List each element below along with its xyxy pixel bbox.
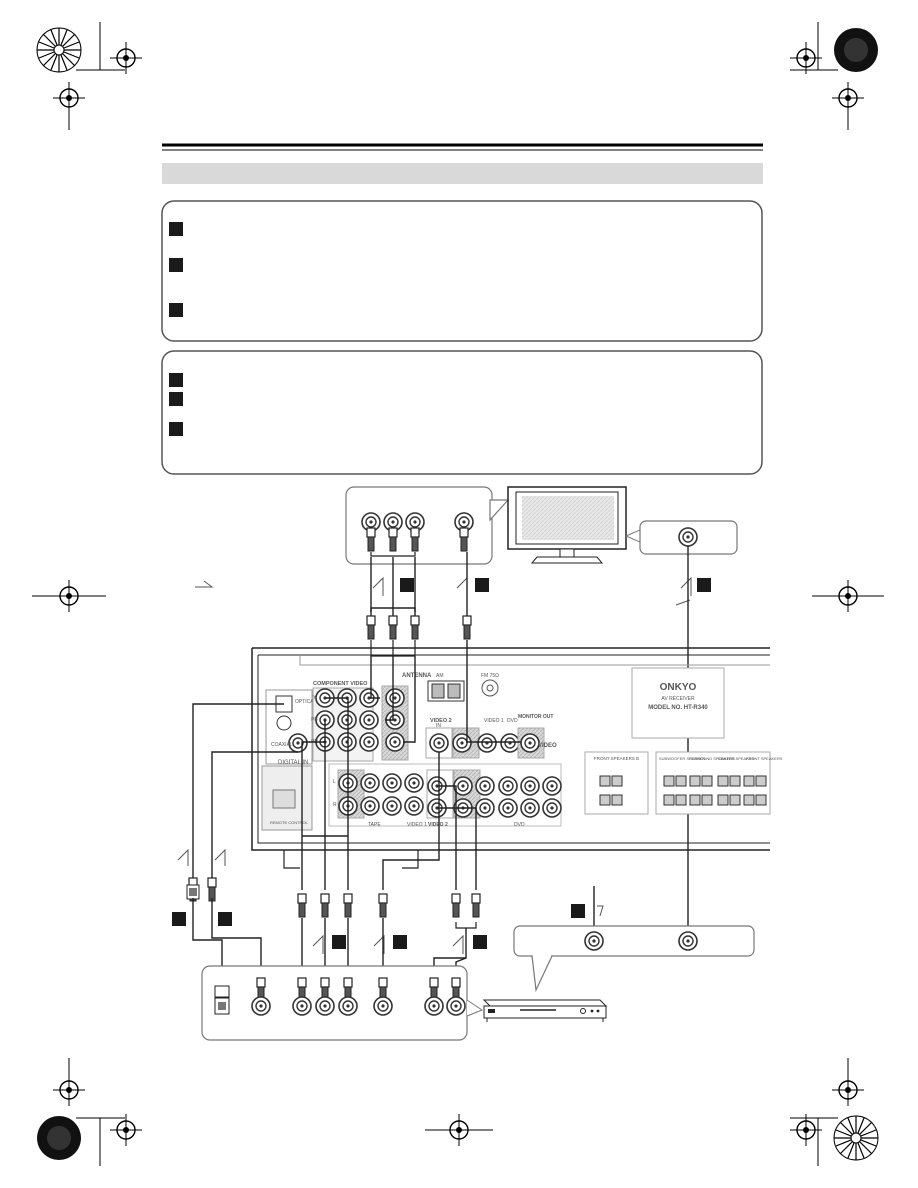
am-label: AM: [436, 673, 444, 679]
dvd-label: DVD: [507, 718, 518, 724]
monitor-out-label: MONITOR OUT: [518, 714, 553, 720]
dvd-bottom-label: DVD: [514, 822, 525, 828]
instruction-box-1: [161, 200, 763, 342]
section-heading-bar: [162, 163, 763, 184]
tv-jack-callout: [345, 486, 510, 565]
subwoofer-speaker-label: SUBWOOFER SPEAKER: [659, 756, 705, 761]
antenna-in-callout: [513, 925, 755, 993]
video-label: VIDEO: [538, 743, 557, 749]
step-marker-top: [195, 576, 711, 606]
speaker-terminals: FRONT SPEAKERS B SUBWOOFER SPEAKER SURRO…: [584, 751, 783, 815]
starburst-icon: [36, 27, 82, 73]
cables: [192, 640, 521, 890]
model-plate-text: AV RECEIVER: [661, 696, 695, 702]
video1-bottom-label: VIDEO 1: [407, 822, 427, 828]
digital-in-label: DIGITAL IN: [278, 760, 308, 766]
antenna-label: ANTENNA: [402, 673, 432, 679]
component-video-label: COMPONENT VIDEO: [313, 681, 368, 687]
optical-label: OPTICAL: [295, 699, 317, 705]
tv-icon: [507, 486, 627, 564]
dvd-player-icon: [482, 999, 608, 1022]
tape-label: TAPE: [368, 822, 381, 828]
r-label: R: [333, 802, 337, 808]
video2-bottom-label: VIDEO 2: [428, 822, 448, 828]
video2-top-label: VIDEO 2: [430, 718, 452, 724]
pb-label: PB: [311, 717, 318, 723]
cables-tv: [370, 546, 689, 935]
in-label: IN: [436, 723, 441, 729]
video1-label: VIDEO 1: [484, 718, 504, 724]
coaxial-label: COAXIAL: [271, 742, 293, 748]
step-marker-mid: [177, 848, 226, 866]
dvd-jack-callout: [201, 965, 484, 1041]
model-number: MODEL NO. HT-R340: [648, 705, 708, 711]
crop-marks: [32, 22, 884, 1166]
starburst-icon: [833, 1115, 879, 1161]
fm-label: FM 75Ω: [481, 673, 499, 679]
receiver-rear-panel: OPTICAL COAXIAL DIGITAL IN REMOTE CONTRO…: [251, 647, 783, 851]
l-label: L: [333, 779, 336, 785]
center-speaker-label: CENTER SPEAKER: [718, 756, 755, 761]
front-speakers-b-label: FRONT SPEAKERS B: [594, 756, 639, 761]
remote-control-label: REMOTE CONTROL: [270, 820, 309, 825]
front-speakers-a-label: FRONT SPEAKERS: [746, 756, 783, 761]
instruction-box-2: [161, 350, 763, 475]
model-plate: [631, 667, 725, 739]
surround-speakers-label: SURROUND SPEAKERS: [689, 756, 735, 761]
brand-logo: ONKYO: [660, 682, 697, 693]
y-label: Y: [313, 695, 317, 701]
tv-antenna-callout: [624, 520, 738, 555]
